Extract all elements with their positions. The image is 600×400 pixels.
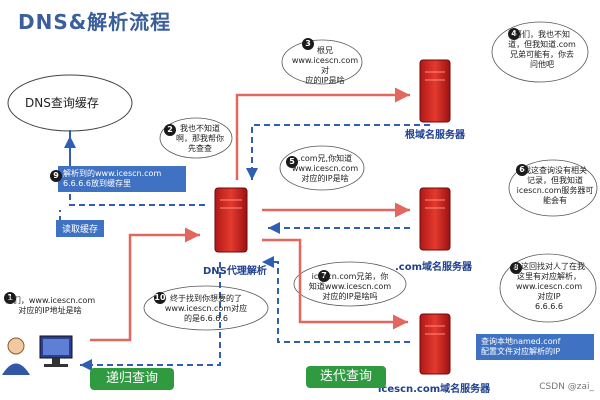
cloud-3 [281, 39, 363, 85]
step-4-number: 4 [508, 28, 520, 40]
cloud-2 [159, 117, 233, 159]
step-3-text: 根兄 www.icescn.com对 应的IP是啥 [291, 46, 359, 85]
step-5-number: 5 [286, 156, 298, 168]
page-title: DNS&解析流程 [18, 10, 172, 34]
com-server-label: .com域名服务器 [395, 262, 473, 273]
step-9-box: 9 解析到的www.icescn.com 6.6.6.6放到缓存里 [50, 166, 186, 192]
cloud-6 [508, 159, 598, 217]
step-5-text: .com兄,你知道 www.icescn.com 对应的IP是啥 [291, 154, 359, 183]
step-8-text: 你这回找对人了在我 这里有对应解析， www.icescn.com 对应IP 6… [513, 262, 585, 311]
root-server-label: 根域名服务器 [405, 130, 465, 141]
cloud-5 [279, 145, 365, 191]
user-figure [2, 337, 30, 375]
monitor [39, 335, 73, 367]
step-8-number: 8 [510, 262, 522, 274]
step-6-number: 6 [516, 164, 528, 176]
read-cache-badge: 读取缓存 [56, 220, 105, 237]
step-6-text: 我这查询没有相关 记录，但我知道 icescn.com服务器可 能会有 [516, 166, 594, 205]
step-2-number: 2 [164, 124, 176, 136]
watermark: CSDN @zai_ [539, 382, 594, 392]
server-icescn [419, 313, 451, 375]
server-com [419, 187, 451, 251]
cloud-8 [499, 253, 597, 323]
config-note: 查询本地named.conf 配置文件对应解析的IP [476, 334, 594, 360]
step-10-text: 终于找到你想要的了 www.icescn.com对应 的是6.6.6.6 [164, 294, 248, 323]
cache-label: DNS查询缓存 [25, 96, 99, 110]
step-10-number: 10 [154, 292, 166, 304]
icescn-server-label: icescn.com域名服务器 [378, 384, 491, 395]
request-arrows [69, 87, 410, 342]
server-root [419, 59, 451, 123]
server-proxy [214, 187, 248, 253]
recursive-query-label: 递归查询 [90, 368, 174, 390]
step-7-number: 7 [318, 270, 330, 282]
step-1-number: 1 [4, 292, 16, 304]
step-9-text: 解析到的www.icescn.com 6.6.6.6放到缓存里 [63, 169, 162, 188]
step-4-text: 哥们，我也不知 道，但我知道.com 兄弟可能有，你去 问他吧 [508, 30, 576, 69]
cloud-10 [143, 285, 269, 331]
step-3-number: 3 [302, 38, 314, 50]
step-7-text: icescn.com兄弟，你 知道www.icescn.com 对应的IP是啥吗 [308, 272, 392, 301]
step-1-text: 哥们，www.icescn.com 对应的IP地址是啥 [4, 296, 96, 315]
step-2-text: 我也不知道 啊，那我帮你 先查查 [176, 124, 224, 153]
iterative-query-label: 迭代查询 [306, 366, 386, 388]
step-9-number: 9 [50, 170, 62, 182]
speech-clouds [143, 21, 598, 331]
proxy-server-label: DNS代理解析 [203, 266, 267, 277]
